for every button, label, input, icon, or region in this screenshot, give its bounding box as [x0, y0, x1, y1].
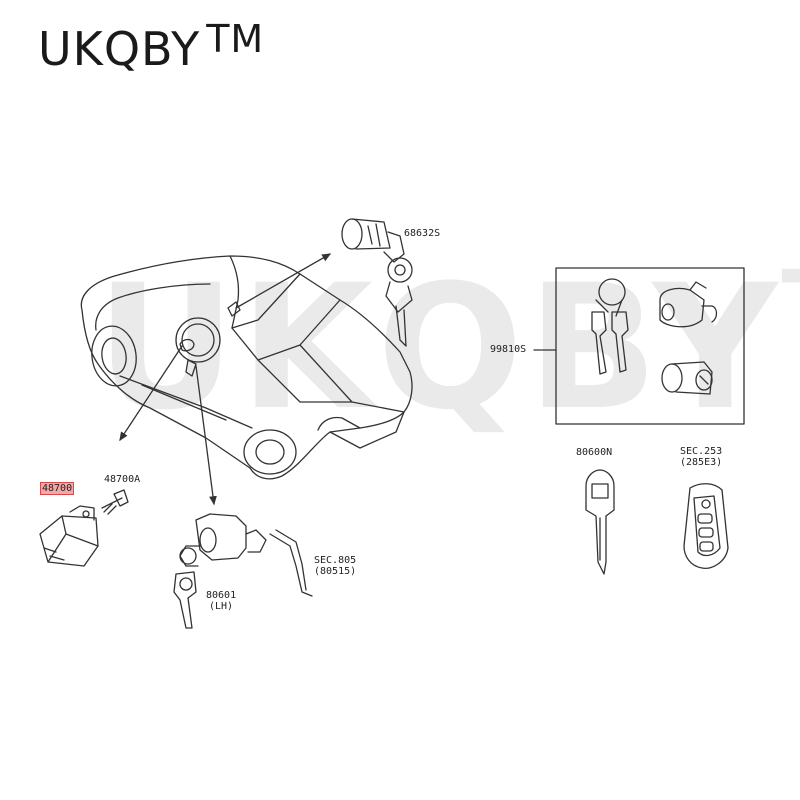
brand-name: UKQBY	[38, 22, 201, 76]
label-sec253: SEC.253 (285E3)	[680, 446, 722, 468]
part-68632S-trunk-lock	[341, 218, 413, 347]
part-80600N-key	[585, 469, 615, 575]
label-99810S: 99810S	[490, 344, 527, 355]
label-80600N: 80600N	[576, 447, 613, 458]
label-sec253-title: SEC.253	[680, 446, 723, 457]
label-68632S: 68632S	[404, 228, 441, 239]
label-sec805-sub: (80515)	[314, 566, 357, 577]
brand-trademark: TM	[206, 17, 265, 61]
part-99810S-kit	[533, 267, 745, 425]
part-SEC253-key-fob	[683, 483, 729, 569]
label-sec805: SEC.805 (80515)	[314, 555, 356, 577]
part-80601-door-lock	[173, 513, 313, 629]
label-80601: 80601 (LH)	[206, 590, 236, 612]
car-outline	[80, 255, 413, 480]
label-80601-side: (LH)	[209, 601, 234, 612]
leader-arrows	[119, 253, 332, 506]
label-80601-number: 80601	[206, 590, 237, 601]
label-sec253-sub: (285E3)	[680, 457, 723, 468]
label-48700A: 48700A	[104, 474, 141, 485]
label-48700-highlighted: 48700	[40, 482, 75, 495]
label-sec805-title: SEC.805	[314, 555, 357, 566]
part-48700-module	[39, 489, 129, 567]
